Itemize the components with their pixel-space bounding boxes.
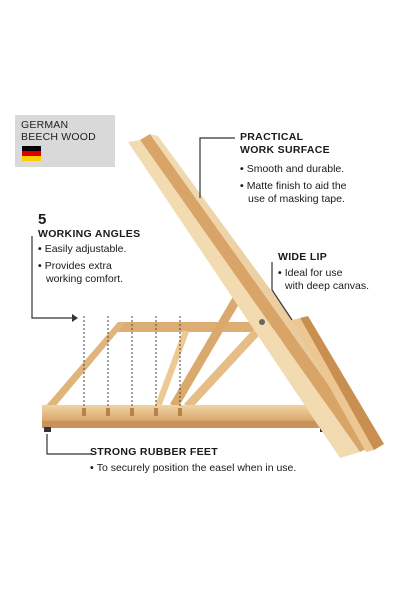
origin-line-1: GERMAN — [21, 119, 69, 131]
lip-title: WIDE LIP — [278, 251, 328, 263]
angles-number: 5 — [38, 211, 47, 228]
angles-bullet-2-cont: working comfort. — [46, 273, 124, 285]
angle-guides — [83, 316, 181, 406]
hinge — [259, 319, 265, 325]
practical-leader-line — [199, 137, 235, 198]
germany-flag-icon — [22, 146, 41, 161]
angles-bullet-1: •Easily adjustable. — [38, 243, 127, 255]
feet-leader-line — [46, 434, 92, 455]
lip-leader-line — [271, 262, 293, 321]
origin-line-2: BEECH WOOD — [21, 131, 96, 143]
origin-badge: GERMAN BEECH WOOD — [15, 115, 115, 167]
practical-bullet-2: •Matte finish to aid the — [240, 180, 347, 192]
feet-title: STRONG RUBBER FEET — [90, 446, 218, 458]
practical-callout: PRACTICAL WORK SURFACE •Smooth and durab… — [240, 131, 390, 206]
support-leg-front — [184, 324, 266, 408]
base-left-rail — [44, 322, 126, 408]
feet-callout: STRONG RUBBER FEET •To securely position… — [90, 446, 390, 475]
lip-callout: WIDE LIP •Ideal for use with deep canvas… — [278, 251, 396, 293]
angles-leader-line — [31, 236, 72, 319]
base-back-rail — [118, 322, 272, 332]
practical-title-1: PRACTICAL — [240, 131, 304, 143]
origin-label: GERMAN BEECH WOOD — [21, 119, 96, 143]
feet-bullet-1: •To securely position the easel when in … — [90, 462, 297, 474]
practical-bullet-2-cont: use of masking tape. — [248, 193, 345, 205]
practical-bullet-1: •Smooth and durable. — [240, 163, 345, 175]
angles-title: WORKING ANGLES — [38, 228, 141, 240]
work-surface-board — [140, 134, 372, 452]
angles-arrow-icon — [72, 314, 78, 322]
wide-lip — [300, 316, 384, 450]
practical-title-2: WORK SURFACE — [240, 144, 330, 156]
angles-bullet-2: •Provides extra — [38, 260, 112, 272]
rubber-foot-left — [44, 427, 51, 432]
support-leg-back — [170, 288, 246, 408]
lip-bullet-1: •Ideal for use — [278, 267, 343, 279]
base-front-rail — [42, 405, 332, 421]
angles-callout: 5 WORKING ANGLES •Easily adjustable. •Pr… — [38, 211, 178, 286]
lip-bullet-1-cont: with deep canvas. — [285, 280, 370, 292]
